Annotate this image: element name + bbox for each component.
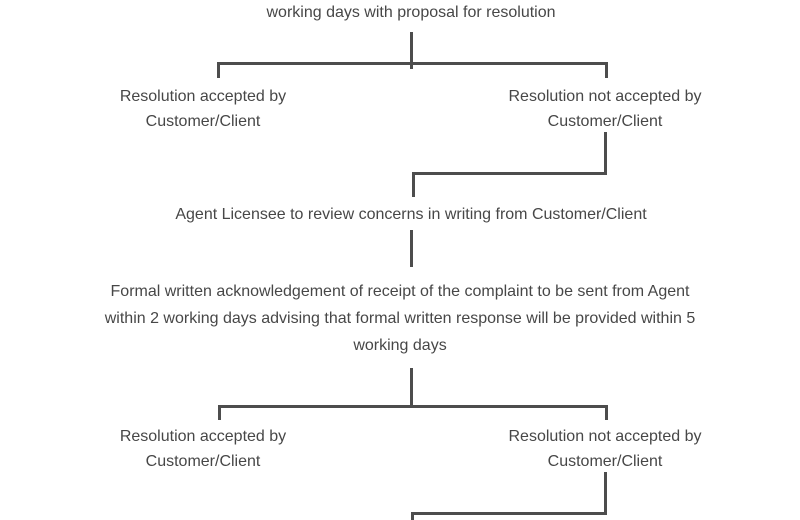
node-branch2-accepted: Resolution accepted by Customer/Client bbox=[93, 424, 313, 474]
node-branch1-accepted-line1: Resolution accepted by bbox=[119, 88, 287, 105]
node-branch1-accepted: Resolution accepted by Customer/Client bbox=[93, 84, 313, 134]
elbow2-stub-line bbox=[411, 512, 414, 520]
node-branch2-accepted-line2: Customer/Client bbox=[145, 453, 261, 470]
node-acknowledgement-line2: within 2 working days advising that form… bbox=[104, 310, 696, 327]
branch2-right-tick bbox=[605, 405, 608, 420]
branch2-left-tick bbox=[218, 405, 221, 420]
connector-review-vertical-line bbox=[410, 230, 413, 267]
node-acknowledgement-line1: Formal written acknowledgement of receip… bbox=[110, 283, 690, 300]
branch1-left-tick bbox=[217, 62, 220, 78]
elbow1-stub-line bbox=[412, 172, 415, 197]
node-acknowledgement-line3: working days bbox=[353, 337, 447, 354]
elbow1-horizontal-line bbox=[412, 172, 607, 175]
branch2-horizontal-line bbox=[218, 405, 608, 408]
node-proposal-text: working days with proposal for resolutio… bbox=[266, 4, 556, 21]
branch1-horizontal-line bbox=[217, 62, 608, 65]
elbow2-horizontal-line bbox=[411, 512, 607, 515]
node-branch1-not-accepted-line2: Customer/Client bbox=[547, 113, 663, 130]
elbow1-vertical-line bbox=[604, 132, 607, 175]
node-branch2-not-accepted: Resolution not accepted by Customer/Clie… bbox=[480, 424, 730, 474]
node-branch2-accepted-line1: Resolution accepted by bbox=[119, 428, 287, 445]
node-acknowledgement: Formal written acknowledgement of receip… bbox=[0, 278, 800, 359]
node-branch2-not-accepted-line1: Resolution not accepted by bbox=[508, 428, 702, 445]
connector-ack-vertical-line bbox=[410, 368, 413, 408]
branch1-right-tick bbox=[605, 62, 608, 78]
node-branch1-accepted-line2: Customer/Client bbox=[145, 113, 261, 130]
node-review-text: Agent Licensee to review concerns in wri… bbox=[175, 206, 647, 223]
elbow2-vertical-line bbox=[604, 472, 607, 515]
connector-top-vertical-line bbox=[410, 32, 413, 69]
node-branch1-not-accepted-line1: Resolution not accepted by bbox=[508, 88, 702, 105]
node-branch2-not-accepted-line2: Customer/Client bbox=[547, 453, 663, 470]
node-branch1-not-accepted: Resolution not accepted by Customer/Clie… bbox=[480, 84, 730, 134]
